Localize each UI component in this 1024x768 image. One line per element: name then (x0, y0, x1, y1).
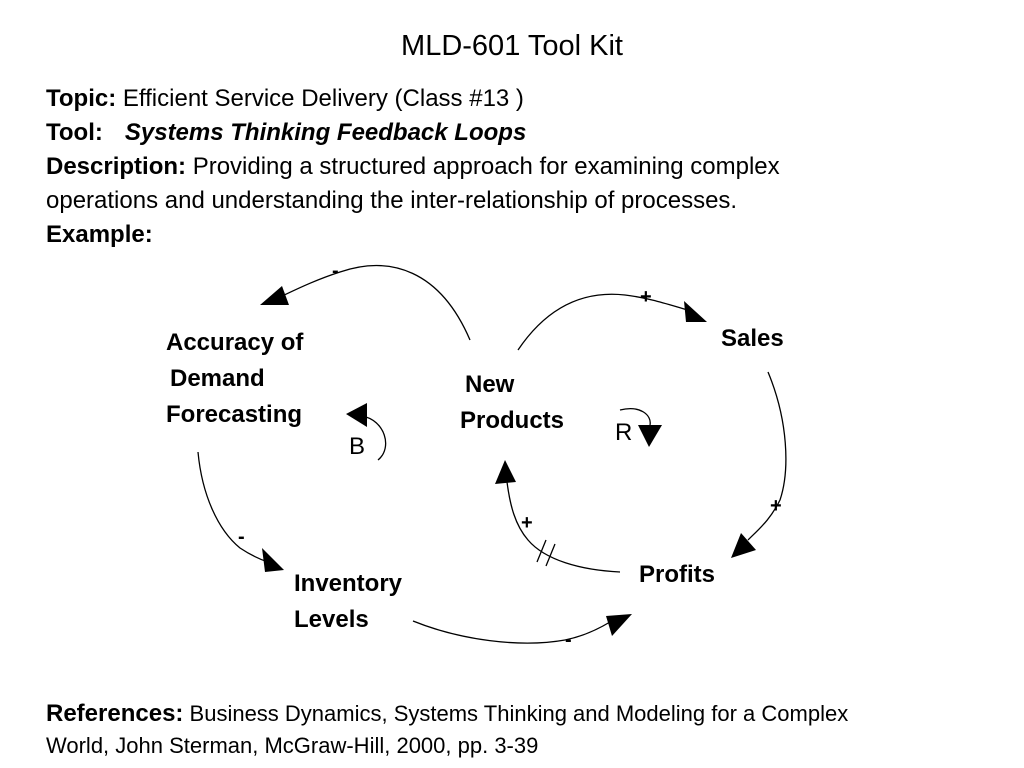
arrowhead-newproducts (495, 460, 516, 484)
node-new-products-line1: New (465, 371, 515, 398)
node-profits: Profits (639, 557, 715, 593)
delay-mark-2 (545, 543, 556, 567)
topic-value: Efficient Service Delivery (Class #13 ) (122, 85, 524, 112)
polarity-newproducts-accuracy: - (332, 260, 339, 282)
polarity-sales-profits: + (770, 495, 782, 517)
loop-label-reinforcing: R (615, 419, 633, 446)
node-inventory-levels: Inventory Levels (294, 566, 402, 638)
slide-info-block: Topic: Efficient Service Delivery (Class… (46, 82, 996, 252)
node-new-products: New Products (460, 367, 564, 439)
loop-label-balancing: B (349, 433, 366, 460)
node-sales: Sales (721, 321, 784, 357)
node-new-products-line2: Products (460, 407, 565, 434)
node-inventory-line1: Inventory (294, 570, 403, 597)
description-line2: operations and understanding the inter-r… (46, 187, 738, 214)
topic-label: Topic: (46, 85, 117, 112)
example-row: Example: (46, 218, 996, 252)
balancing-loop-arrowhead (346, 403, 367, 427)
example-label: Example: (46, 221, 153, 248)
link-accuracy-to-inventory (197, 451, 269, 563)
link-inventory-to-profits (412, 620, 611, 644)
description-label: Description: (46, 153, 187, 180)
node-accuracy-line2: Demand (170, 365, 265, 392)
node-sales-label: Sales (721, 325, 784, 352)
balancing-loop-arc (361, 415, 387, 461)
polarity-newproducts-sales: + (640, 286, 652, 308)
references-block: References: Business Dynamics, Systems T… (46, 698, 1006, 762)
arrowhead-inventory (262, 548, 284, 572)
references-text-line1: Business Dynamics, Systems Thinking and … (189, 701, 849, 726)
node-profits-label: Profits (639, 561, 716, 588)
description-row: Description: Providing a structured appr… (46, 150, 996, 184)
arrowhead-sales (684, 301, 707, 322)
arrowhead-profits-bottom (606, 614, 632, 636)
polarity-accuracy-inventory: - (238, 526, 245, 548)
tool-row: Tool: Systems Thinking Feedback Loops (46, 116, 996, 150)
topic-row: Topic: Efficient Service Delivery (Class… (46, 82, 996, 116)
arrowhead-accuracy-top (260, 286, 289, 305)
link-newproducts-to-sales (517, 293, 689, 351)
slide-title: MLD-601 Tool Kit (401, 30, 623, 62)
polarity-profits-newproducts: + (521, 512, 533, 534)
references-text-line2: World, John Sterman, McGraw-Hill, 2000, … (46, 733, 539, 758)
node-accuracy-line1: Accuracy of (166, 329, 304, 356)
arrowhead-profits-right (731, 533, 756, 558)
tool-label: Tool: (46, 119, 103, 146)
node-accuracy-of-demand-forecasting: Accuracy of Demand Forecasting (166, 325, 303, 433)
references-line1: References: Business Dynamics, Systems T… (46, 698, 1006, 730)
link-profits-to-newproducts (506, 481, 621, 573)
description-line1: Providing a structured approach for exam… (192, 153, 780, 180)
reinforcing-loop-arrowhead (638, 425, 662, 447)
tool-value: Systems Thinking Feedback Loops (124, 119, 527, 146)
delay-mark-1 (536, 539, 547, 563)
polarity-inventory-profits: - (565, 629, 572, 651)
node-inventory-line2: Levels (294, 606, 369, 633)
reinforcing-loop-arc (619, 408, 651, 426)
link-newproducts-to-accuracy (279, 265, 471, 341)
references-label: References: (46, 700, 184, 727)
node-accuracy-line3: Forecasting (166, 401, 303, 428)
link-sales-to-profits (747, 371, 787, 541)
